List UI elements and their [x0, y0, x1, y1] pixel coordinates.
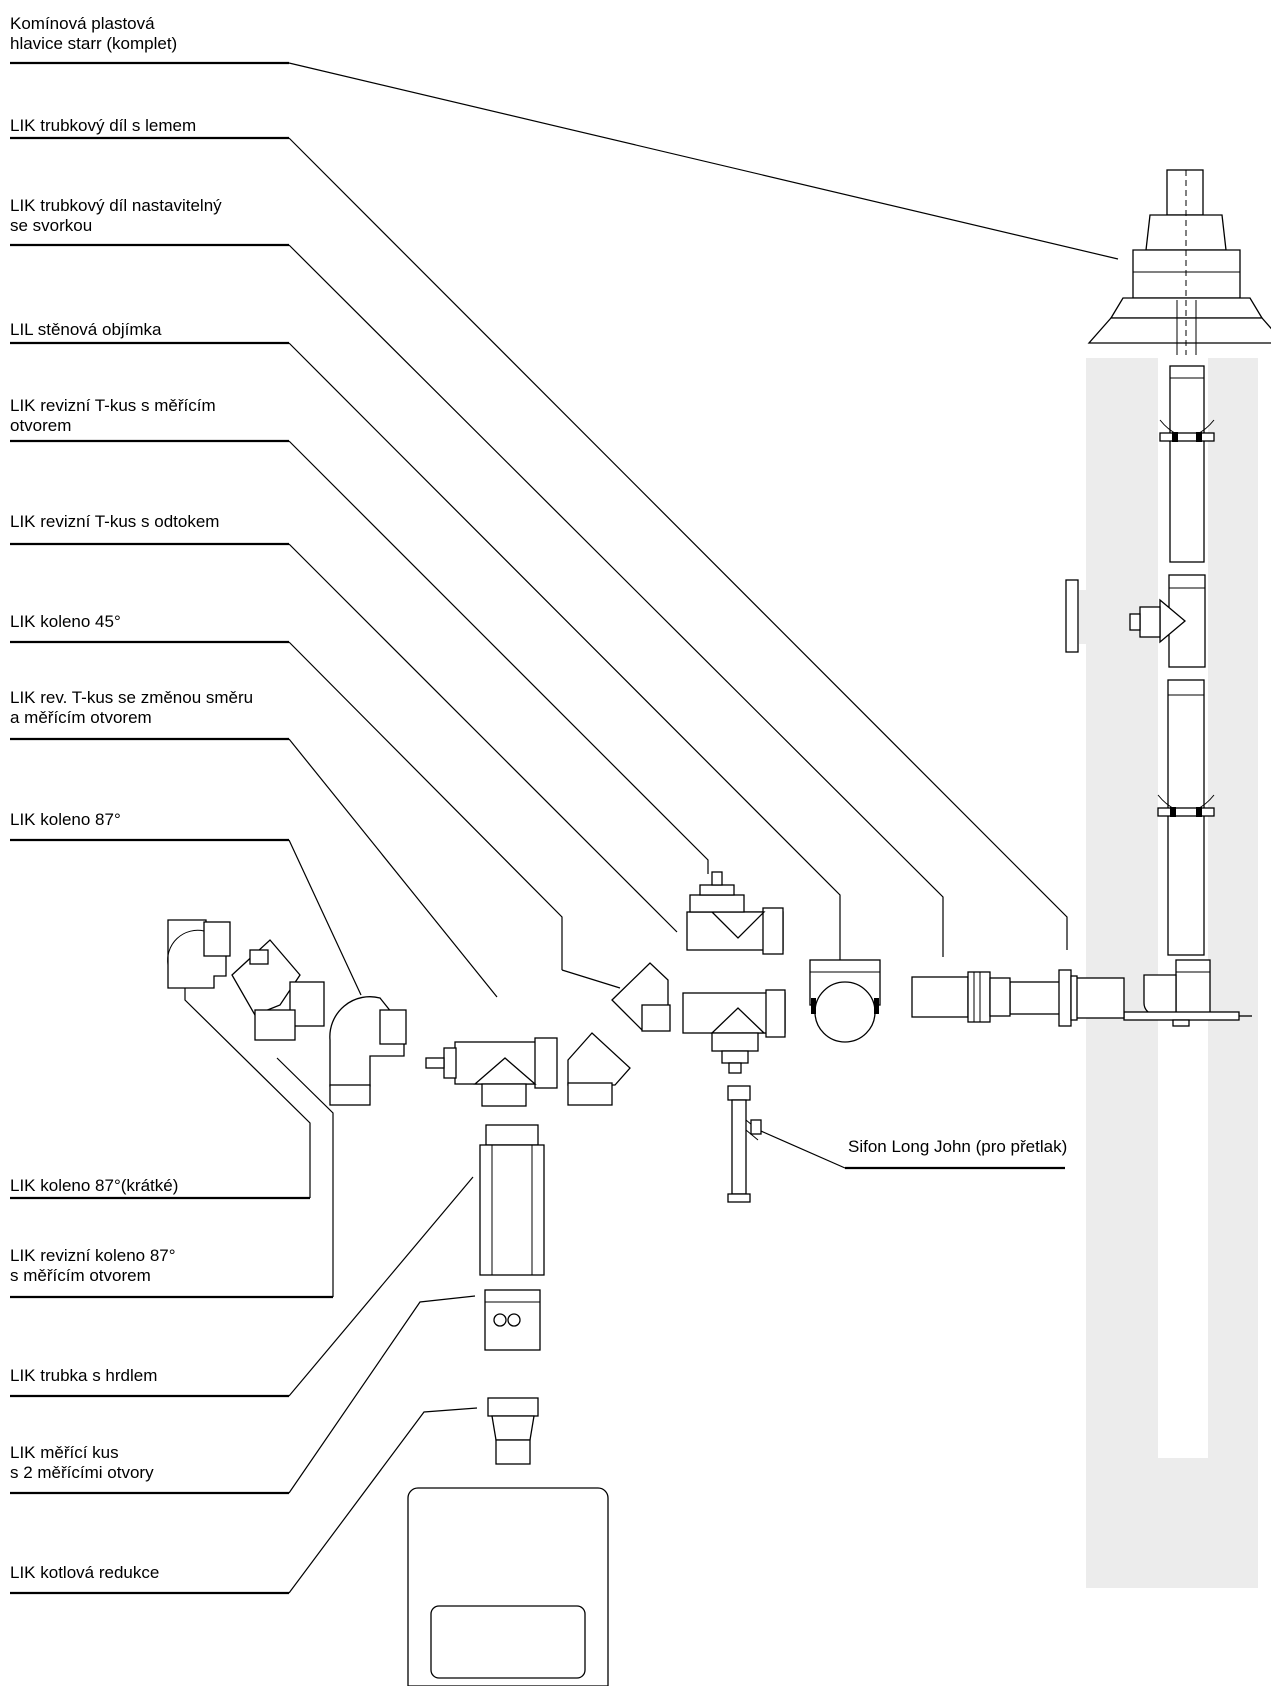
rev-tee-direction: [425, 1037, 558, 1107]
label-pipe-flange: LIK trubkový díl s lemem: [10, 116, 197, 135]
label-tee-measuring: LIK revizní T-kus s měřícím otvorem: [10, 396, 216, 436]
pipe-with-socket: [479, 1124, 545, 1276]
elbow-87-short: [167, 919, 231, 989]
measuring-piece: [484, 1289, 541, 1351]
label-rev-tee-direction: LIK rev. T-kus se změnou směru a měřícím…: [10, 688, 253, 728]
boiler-reducer: [487, 1397, 539, 1465]
label-measuring-piece: LIK měřící kus s 2 měřícími otvory: [10, 1443, 154, 1483]
label-boiler-reducer: LIK kotlová redukce: [10, 1563, 160, 1582]
label-chimney-head-line1: Komínová plastová: [10, 14, 155, 33]
label-elbow-87: LIK koleno 87°: [10, 810, 121, 829]
label-rev-elbow-87-line2: s měřícím otvorem: [10, 1266, 151, 1285]
label-rev-elbow-87-line1: LIK revizní koleno 87°: [10, 1246, 176, 1265]
pipe-with-flange: [1009, 969, 1125, 1027]
label-tee-measuring-line1: LIK revizní T-kus s měřícím: [10, 396, 216, 415]
label-wall-sleeve: LIL stěnová objímka: [10, 320, 162, 339]
label-tee-measuring-line2: otvorem: [10, 416, 72, 435]
label-rev-elbow-87: LIK revizní koleno 87° s měřícím otvorem: [10, 1246, 176, 1286]
elbow-87: [329, 996, 407, 1106]
upper-vertical-pipe: [1159, 365, 1215, 563]
label-rev-tee-direction-line1: LIK rev. T-kus se změnou směru: [10, 688, 254, 707]
adjustable-pipe: [911, 971, 1011, 1023]
label-pipe-socket: LIK trubka s hrdlem: [10, 1366, 158, 1385]
rev-elbow-87: [231, 939, 325, 1041]
label-measuring-piece-line2: s 2 měřícími otvory: [10, 1463, 154, 1482]
label-tee-drain: LIK revizní T-kus s odtokem: [10, 512, 220, 531]
label-chimney-head-line2: hlavice starr (komplet): [10, 34, 178, 53]
lower-vertical-pipe: [1157, 679, 1215, 956]
chimney-base-elbow: [1123, 959, 1252, 1027]
label-chimney-head: Komínová plastová hlavice starr (komplet…: [10, 14, 177, 54]
chimney-head: [1087, 169, 1271, 355]
siphon-long-john: [727, 1085, 762, 1203]
label-adjustable-pipe-line1: LIK trubkový díl nastavitelný: [10, 196, 222, 215]
label-siphon: Sifon Long John (pro přetlak): [848, 1137, 1068, 1156]
label-elbow-45: LIK koleno 45°: [10, 612, 121, 631]
boiler: [407, 1487, 609, 1686]
tee-with-measuring: [686, 871, 784, 955]
leader-lines: [10, 61, 1119, 1595]
label-elbow-87-short: LIK koleno 87°(krátké): [10, 1176, 179, 1195]
elbow-45-pair: [567, 962, 671, 1106]
label-adjustable-pipe: LIK trubkový díl nastavitelný se svorkou: [10, 196, 222, 236]
chimney-shaft: [1079, 358, 1258, 1588]
label-adjustable-pipe-line2: se svorkou: [10, 216, 93, 235]
tee-with-drain: [682, 989, 786, 1074]
label-measuring-piece-line1: LIK měřící kus: [10, 1443, 119, 1462]
label-rev-tee-direction-line2: a měřícím otvorem: [10, 708, 152, 727]
chimney-tee: [1065, 574, 1206, 668]
wall-sleeve: [809, 959, 881, 1043]
